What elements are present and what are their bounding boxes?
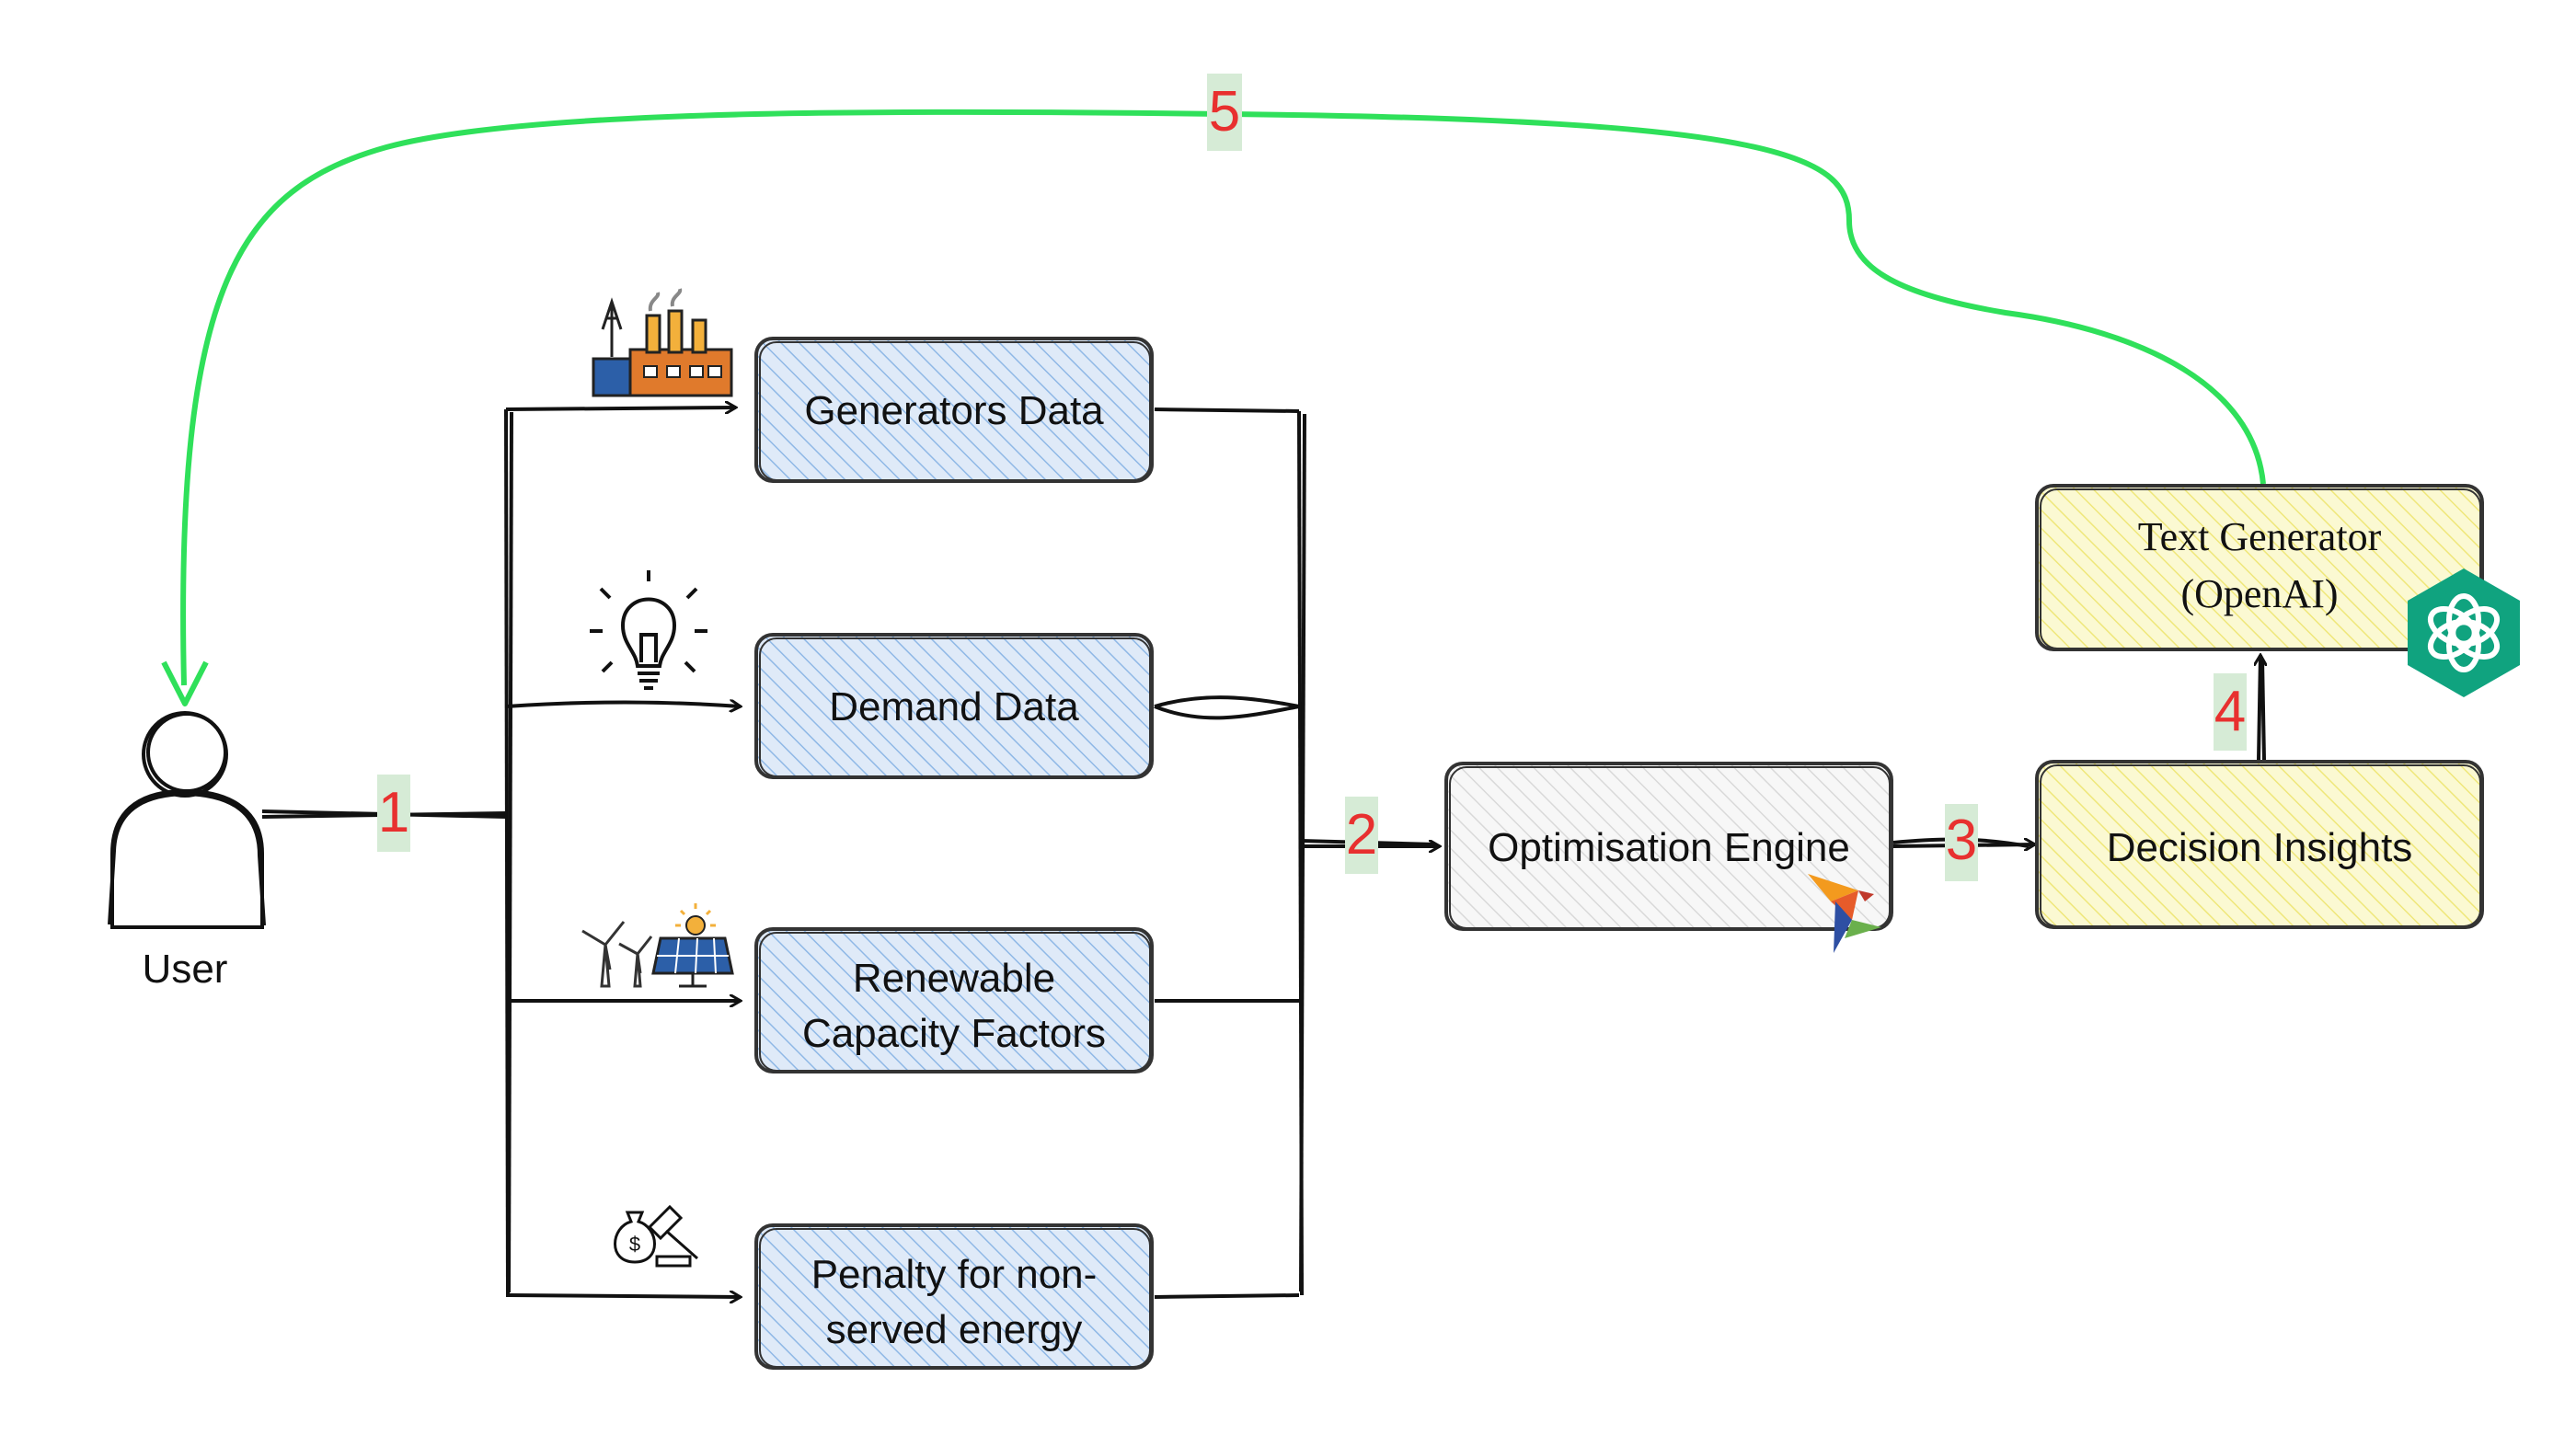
input-collector (1154, 408, 1440, 1299)
step-number-4: 4 (2214, 680, 2246, 743)
renewable-capacity-box: Renewable Capacity Factors (754, 927, 1154, 1073)
demand-data-box: Demand Data (754, 633, 1154, 779)
step-badge-5: 5 (1207, 74, 1242, 151)
step-badge-3: 3 (1945, 804, 1978, 881)
user-label: User (143, 947, 228, 992)
insights-to-generator-arrow (2259, 655, 2264, 761)
penalty-box: Penalty for non- served energy (754, 1223, 1154, 1370)
generators-data-label: Generators Data (804, 388, 1104, 433)
lightbulb-icon (590, 570, 707, 690)
money-gavel-icon: $ (614, 1204, 698, 1268)
optimisation-engine-box: Optimisation Engine (1444, 762, 1893, 931)
penalty-label-2: served energy (826, 1307, 1083, 1352)
step-number-5: 5 (1209, 80, 1240, 144)
renewable-capacity-label-2: Capacity Factors (802, 1011, 1106, 1056)
wind-solar-icon (581, 903, 734, 988)
step-number-1: 1 (378, 781, 409, 844)
svg-text:$: $ (629, 1233, 640, 1256)
input-splitter (504, 408, 741, 1297)
step-badge-4: 4 (2214, 673, 2247, 751)
openai-logo-icon (2408, 568, 2520, 697)
feedback-arrowhead (161, 660, 209, 706)
penalty-label-1: Penalty for non- (811, 1252, 1098, 1297)
step-badge-1: 1 (377, 775, 410, 852)
step-number-3: 3 (1946, 809, 1977, 872)
step-number-2: 2 (1346, 803, 1377, 867)
user-icon (108, 711, 266, 929)
step-badge-2: 2 (1345, 797, 1378, 874)
factory-icon (592, 288, 733, 397)
renewable-capacity-label-1: Renewable (853, 956, 1055, 1001)
bird-logo-icon (1808, 874, 1881, 953)
demand-data-label: Demand Data (829, 684, 1079, 729)
text-generator-box: Text Generator (OpenAI) (2035, 484, 2484, 651)
text-generator-label-1: Text Generator (2138, 514, 2382, 559)
text-generator-label-2: (OpenAI) (2180, 571, 2338, 616)
decision-insights-box: Decision Insights (2035, 760, 2484, 929)
optimisation-engine-label: Optimisation Engine (1488, 825, 1850, 870)
feedback-line (180, 109, 2266, 686)
decision-insights-label: Decision Insights (2107, 825, 2413, 870)
generators-data-box: Generators Data (754, 337, 1154, 483)
